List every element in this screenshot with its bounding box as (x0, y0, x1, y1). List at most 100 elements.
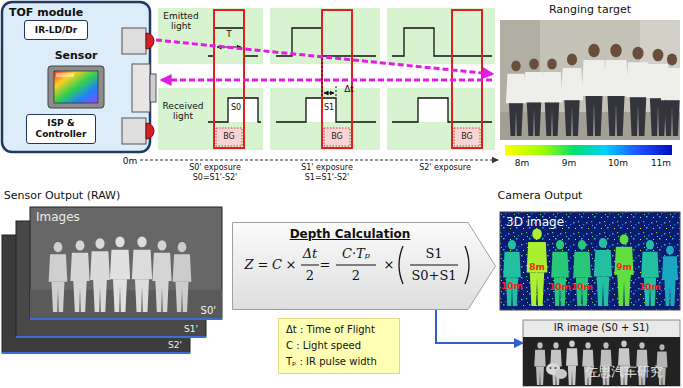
distance-origin: 0m (123, 157, 138, 167)
exposure-label: S1' exposure (301, 164, 353, 173)
depth-image (594, 238, 612, 306)
raw-image-stack (30, 318, 222, 320)
timing-panel (158, 8, 263, 64)
depth-value: 9m (616, 263, 632, 273)
scale-tick: 10m (608, 159, 628, 169)
signal-label: Emitted light (160, 12, 202, 32)
panel-heading: Camera Output (498, 190, 583, 202)
timing-panel (270, 88, 380, 150)
lens-emitter (146, 33, 154, 49)
raw-image-frame: S2' (2, 235, 190, 353)
received-pulse-fill (418, 98, 448, 122)
dimension-arrow (217, 47, 336, 97)
pulse-waveform (208, 28, 258, 56)
ir-image (523, 337, 680, 386)
dimension-arrow (322, 58, 323, 97)
pulse-width-label: T (226, 30, 232, 40)
fraction-bar (301, 246, 469, 284)
raw-image-stack (90, 238, 110, 312)
background-label: BG (223, 133, 235, 142)
fraction-bar (410, 265, 458, 266)
depth-value: 8m (529, 263, 545, 273)
fraction-bar (336, 265, 376, 266)
lens-emitter (150, 74, 156, 102)
ir-image-frame: IR image (S0 + S1) (523, 320, 680, 386)
background-box (324, 128, 350, 146)
timing-panel (387, 8, 495, 64)
ir-image (523, 320, 680, 386)
image-sensor-chip (56, 73, 74, 77)
connector-arrow (436, 310, 523, 343)
scale-tick: 11m (651, 159, 671, 169)
image-caption: IR image (S0 + S1) (523, 322, 680, 333)
depth-value: 10m (639, 283, 661, 293)
raw-image-frame: S1' (16, 221, 206, 337)
background-label: BG (331, 133, 343, 142)
ir-image (657, 344, 668, 385)
timing-panel (270, 8, 380, 64)
received-pulse-fill (228, 98, 448, 122)
lens-emitter (122, 28, 156, 144)
light-path-arrow (156, 40, 492, 74)
image-sensor-chip (48, 66, 104, 108)
watermark-icon (546, 363, 567, 379)
scale-tick: 9m (562, 159, 577, 169)
process-title: Depth Calculation (232, 227, 468, 241)
pulse-waveform (392, 28, 492, 56)
raw-image-stack (49, 242, 68, 312)
dimension-arrow (336, 86, 337, 97)
target-photo (661, 54, 680, 136)
ir-image (566, 340, 578, 385)
depth-image (527, 228, 548, 306)
target-photo (604, 44, 629, 136)
parenthesis (465, 246, 469, 284)
target-photo (506, 60, 526, 136)
driver-box: IR-LD/Dr (24, 20, 88, 40)
ir-image (618, 340, 630, 385)
watermark: 佐思汽车研究 (585, 365, 663, 379)
image-sensor-chip (54, 71, 98, 103)
tof-module-housing (2, 2, 150, 152)
image-caption: 3D image (506, 215, 564, 229)
timing-panel (158, 88, 263, 150)
lens-emitter (122, 118, 146, 144)
ir-image (582, 342, 593, 385)
module-title: TOF module (9, 6, 83, 19)
depth-color-scale (505, 145, 672, 155)
raw-image-stack (30, 236, 222, 319)
distance-axis (140, 159, 498, 160)
delay-label: Δt (344, 85, 354, 95)
lens-emitter (122, 28, 146, 54)
depth-image-frame: 3D image (500, 212, 680, 310)
lens-emitter (146, 123, 154, 139)
panel-heading: Sensor Output (RAW) (4, 190, 121, 202)
depth-color-scale (505, 145, 672, 155)
raw-image-stack (132, 236, 152, 312)
ir-image (636, 342, 647, 385)
depth-image (500, 212, 680, 310)
depth-image (500, 212, 680, 310)
pulse-waveform (208, 28, 492, 122)
light-path-arrow (162, 79, 492, 82)
ir-image (534, 340, 667, 385)
light-path-arrow (156, 40, 492, 80)
raw-image-stack (16, 336, 206, 338)
timing-panel (158, 8, 495, 150)
depth-value: 10m (501, 282, 523, 292)
charge-equation: S1=S1'-S2' (305, 174, 350, 183)
target-photo (500, 20, 680, 140)
exposure-label: S0' exposure (189, 164, 241, 173)
target-photo (561, 54, 583, 136)
depth-image (500, 212, 680, 310)
charge-equation: S0=S1'-S2' (193, 174, 238, 183)
depth-value: 10m (571, 283, 593, 293)
target-photo (626, 47, 650, 136)
watermark-icon (555, 369, 567, 379)
depth-image (503, 240, 521, 306)
pulse-waveform (276, 98, 376, 122)
pulse-waveform (392, 98, 492, 122)
frame-label: S2' (168, 340, 182, 350)
definition-line: Tₚ : IR pulse width (286, 354, 392, 370)
depth-image (500, 212, 680, 310)
